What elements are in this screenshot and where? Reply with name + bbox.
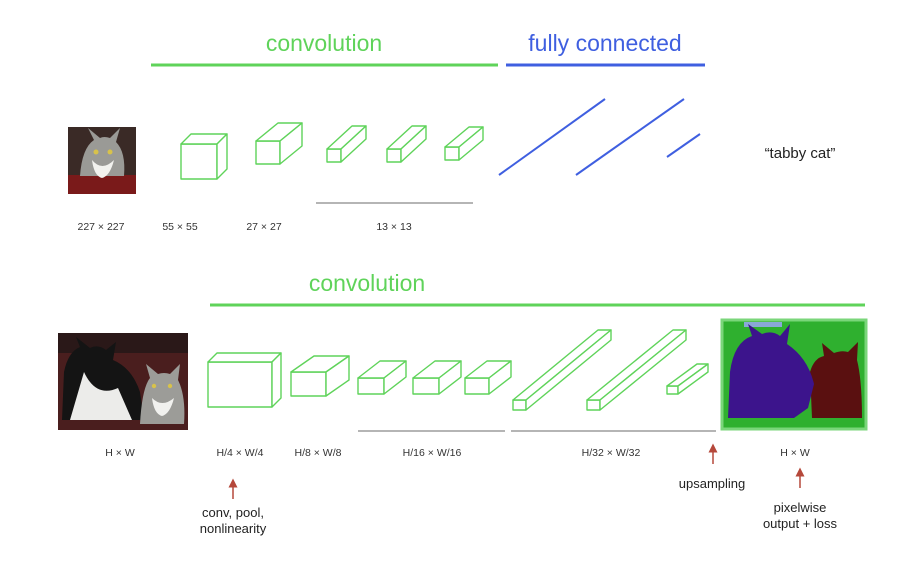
bottom-conv-blocks xyxy=(207,329,709,411)
top-convolution-label: convolution xyxy=(266,30,382,56)
bottom-network: convolution xyxy=(58,270,868,536)
dim-h4: H/4 × W/4 xyxy=(217,447,264,459)
dim-h8: H/8 × W/8 xyxy=(295,447,342,459)
conv-block-h16a xyxy=(357,360,407,395)
top-conv-blocks xyxy=(180,122,484,180)
conv-block-55 xyxy=(180,133,228,180)
fc-layer-1 xyxy=(498,98,606,176)
upsampling-annotation: upsampling xyxy=(679,476,746,491)
output-loss-annotation: output + loss xyxy=(763,516,838,531)
tabby-cat-output: “tabby cat” xyxy=(765,145,836,162)
nonlinearity-annotation: nonlinearity xyxy=(200,521,267,536)
dim-55: 55 × 55 xyxy=(162,221,197,233)
conv-block-13c xyxy=(444,126,484,161)
fully-connected-layers xyxy=(498,98,701,176)
fully-connected-label: fully connected xyxy=(528,30,681,56)
input-cat-image xyxy=(68,127,136,194)
conv-block-13a xyxy=(326,125,367,163)
bottom-convolution-label: convolution xyxy=(309,270,425,296)
dim-27: 27 × 27 xyxy=(246,221,281,233)
conv-block-h8 xyxy=(290,355,350,397)
fc-layer-3 xyxy=(666,133,701,158)
conv-block-13b xyxy=(386,125,427,163)
conv-block-h32b xyxy=(586,329,687,411)
pixelwise-annotation: pixelwise xyxy=(774,500,827,515)
conv-pool-annotation: conv, pool, xyxy=(202,505,264,520)
dim-h32: H/32 × W/32 xyxy=(582,447,641,459)
fc-layer-2 xyxy=(575,98,685,176)
dim-hw-input: H × W xyxy=(105,447,135,459)
conv-block-h32c xyxy=(666,363,709,395)
dim-13: 13 × 13 xyxy=(376,221,411,233)
conv-block-h16c xyxy=(464,360,512,395)
conv-block-h16b xyxy=(412,360,462,395)
input-dog-cat-image xyxy=(58,333,188,430)
conv-block-27 xyxy=(255,122,303,165)
segmentation-output-image xyxy=(720,318,868,431)
dim-227: 227 × 227 xyxy=(77,221,124,233)
dim-hw-output: H × W xyxy=(780,447,810,459)
dim-h16: H/16 × W/16 xyxy=(403,447,462,459)
conv-block-h32a xyxy=(512,329,612,411)
conv-block-h4 xyxy=(207,352,282,408)
top-network: convolution fully connected xyxy=(68,30,835,233)
